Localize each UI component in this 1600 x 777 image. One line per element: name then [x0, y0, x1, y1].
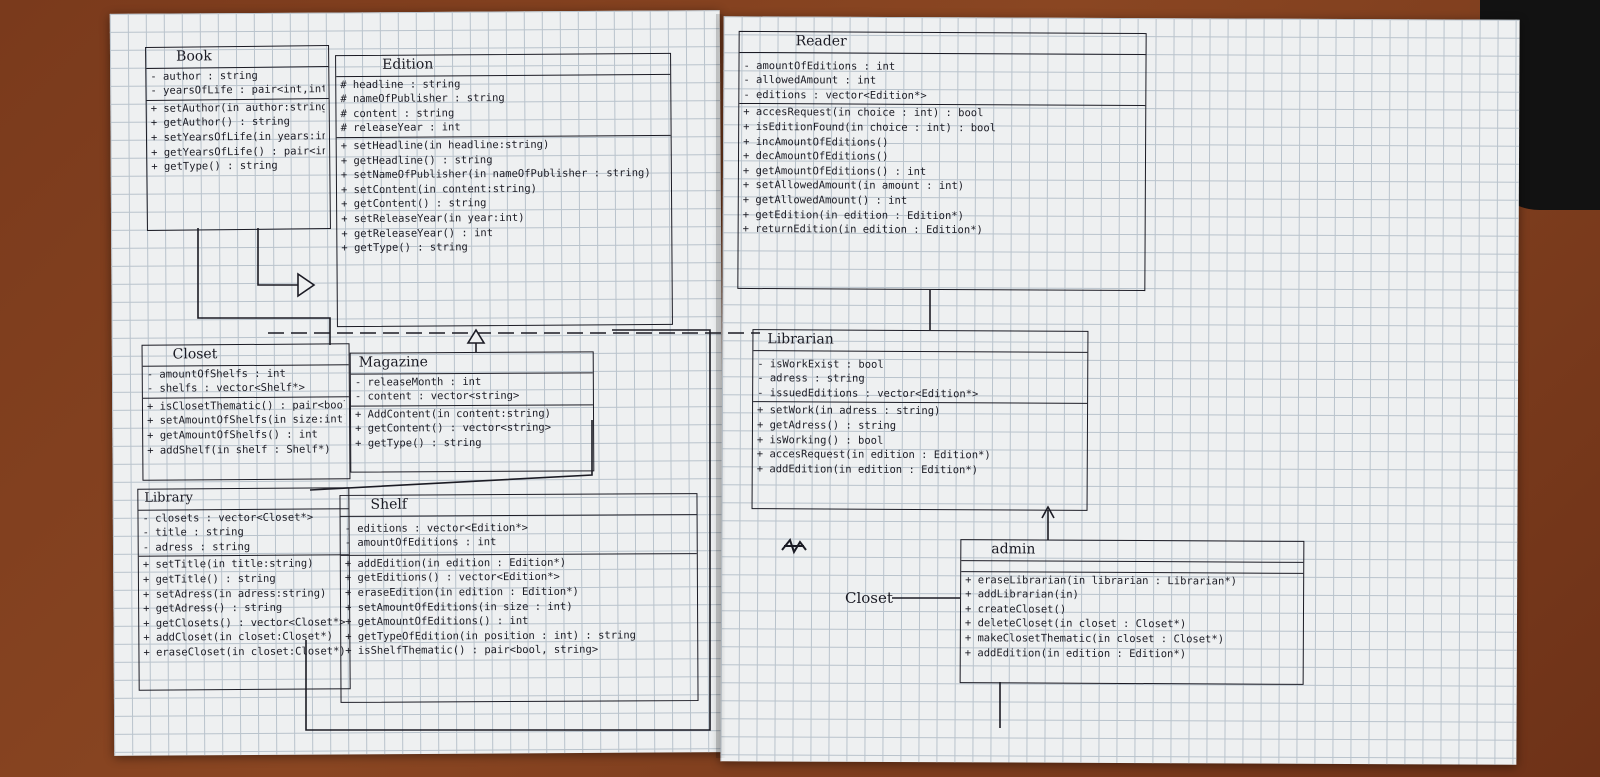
class-admin-methods: + eraseLibrarian(in librarian : Libraria…	[961, 572, 1303, 663]
method: + setNameOfPublisher(in nameOfPublisher …	[340, 167, 651, 182]
attribute: - adress : string	[757, 372, 865, 385]
method: + isShelfThematic() : pair<bool, string>	[345, 643, 599, 658]
class-book-attributes: - author : string - yearsOfLife : pair<i…	[146, 66, 329, 101]
class-reader: Reader - amountOfEditions : int - allowe…	[737, 30, 1147, 292]
notebook-spine	[716, 14, 730, 758]
closet-dependency-label: Closet	[845, 589, 893, 607]
method: + getAllowedAmount() : int	[742, 193, 908, 207]
class-shelf-name: Shelf	[340, 494, 697, 517]
method: + setAmountOfShelfs(in size:int)	[147, 413, 346, 428]
method: + setAdress(in adress:string)	[142, 586, 327, 601]
method: + getAmountOfShelfs() : int	[147, 428, 318, 442]
scribble-mark-icon	[781, 537, 807, 555]
attribute: - amountOfEditions : int	[344, 536, 497, 550]
class-closet: Closet - amountOfShelfs : int - shelfs :…	[141, 343, 351, 481]
class-library-name: Library	[138, 488, 349, 511]
attribute: - adress : string	[142, 540, 251, 554]
method: + getClosets() : vector<Closet*>	[143, 616, 346, 630]
method: + addLibrarian(in)	[965, 588, 1079, 601]
method: + isClosetThematic() : pair<bool,string>	[146, 398, 346, 413]
class-magazine-methods: + AddContent(in content:string) + getCon…	[351, 405, 593, 452]
class-edition-methods: + setHeadline(in headline:string) + getH…	[337, 136, 672, 257]
attribute: - title : string	[142, 526, 244, 539]
class-book-name: Book	[146, 46, 329, 69]
attribute: # releaseYear : int	[340, 121, 461, 135]
method: + AddContent(in content:string)	[354, 407, 552, 421]
method: + setYearsOfLife(in years:int)	[150, 129, 326, 144]
class-edition-name: Edition	[336, 53, 671, 77]
method: + getAdress() : string	[143, 601, 283, 615]
method: + getYearsOfLife() : pair<int,int>	[151, 144, 326, 159]
attribute: - amountOfShelfs : int	[146, 367, 286, 381]
attribute: - editions : vector<Edition*>	[743, 88, 927, 102]
class-admin-name: admin	[961, 540, 1304, 563]
class-library: Library - closets : vector<Closet*> - ti…	[137, 487, 351, 691]
method: + accesRequest(in edition : Edition*)	[756, 448, 991, 462]
class-book-methods: + setAuthor(in author:string) + getAutho…	[147, 99, 330, 176]
class-librarian-methods: + setWork(in adress : string) + getAdres…	[753, 403, 1087, 480]
attribute: - yearsOfLife : pair<int,int>	[150, 83, 325, 98]
method: + makeClosetThematic(in closet : Closet*…	[964, 632, 1225, 646]
class-edition-attributes: # headline : string # nameOfPublisher : …	[336, 74, 671, 139]
attribute: - closets : vector<Closet*>	[142, 511, 314, 525]
method: + getContent() : vector<string>	[355, 421, 552, 435]
method: + getType() : string	[355, 436, 482, 450]
method: + setWork(in adress : string)	[757, 404, 941, 418]
class-magazine-name: Magazine	[350, 352, 593, 375]
class-closet-attributes: - amountOfShelfs : int - shelfs : vector…	[142, 364, 349, 399]
class-reader-name: Reader	[739, 31, 1146, 55]
attribute: - shelfs : vector<Shelf*>	[146, 381, 305, 395]
attribute: - content : vector<string>	[354, 389, 520, 403]
method: + setTitle(in title:string)	[142, 557, 314, 572]
method: + setAuthor(in author:string)	[150, 100, 325, 115]
method: + eraseCloset(in closet:Closet*)	[143, 645, 346, 659]
method: + isEditionFound(in choice : int) : bool	[743, 120, 997, 135]
method: + getAdress() : string	[756, 419, 897, 432]
method: + addEdition(in edition : Edition*)	[756, 462, 979, 477]
class-librarian-name: Librarian	[753, 330, 1088, 353]
attribute: - issuedEditions : vector<Edition*>	[757, 386, 979, 401]
class-reader-methods: + accesRequest(in choice : int) : bool +…	[739, 104, 1146, 239]
class-book: Book - author : string - yearsOfLife : p…	[145, 45, 331, 231]
method: + addShelf(in shelf : Shelf*)	[147, 442, 331, 457]
method: + getTitle() : string	[142, 572, 276, 586]
class-magazine-attributes: - releaseMonth : int - content : vector<…	[350, 372, 593, 407]
class-library-methods: + setTitle(in title:string) + getTitle()…	[139, 556, 350, 662]
class-library-attributes: - closets : vector<Closet*> - title : st…	[138, 508, 349, 558]
class-closet-name: Closet	[142, 344, 349, 367]
class-magazine: Magazine - releaseMonth : int - content …	[349, 351, 595, 473]
method: + addEdition(in edition : Edition*)	[964, 646, 1187, 660]
class-admin: admin + eraseLibrarian(in librarian : Li…	[959, 539, 1305, 685]
class-shelf-methods: + addEdition(in edition : Edition*) + ge…	[341, 554, 698, 660]
method: + getType() : string	[151, 159, 278, 174]
class-shelf: Shelf - editions : vector<Edition*> - am…	[339, 493, 699, 703]
class-closet-methods: + isClosetThematic() : pair<bool,string>…	[143, 397, 349, 459]
class-shelf-attributes: - editions : vector<Edition*> - amountOf…	[340, 514, 697, 556]
method: + returnEdition(in edition : Edition*)	[742, 223, 983, 237]
method: + getType() : string	[341, 241, 468, 255]
class-librarian: Librarian - isWorkExist : bool - adress …	[751, 329, 1089, 511]
attribute: - releaseMonth : int	[354, 375, 482, 389]
class-librarian-attributes: - isWorkExist : bool - adress : string -…	[753, 350, 1088, 405]
method: + addCloset(in closet:Closet*)	[143, 630, 334, 645]
class-edition: Edition # headline : string # nameOfPubl…	[335, 52, 673, 328]
class-reader-attributes: - amountOfEditions : int - allowedAmount…	[739, 52, 1146, 107]
